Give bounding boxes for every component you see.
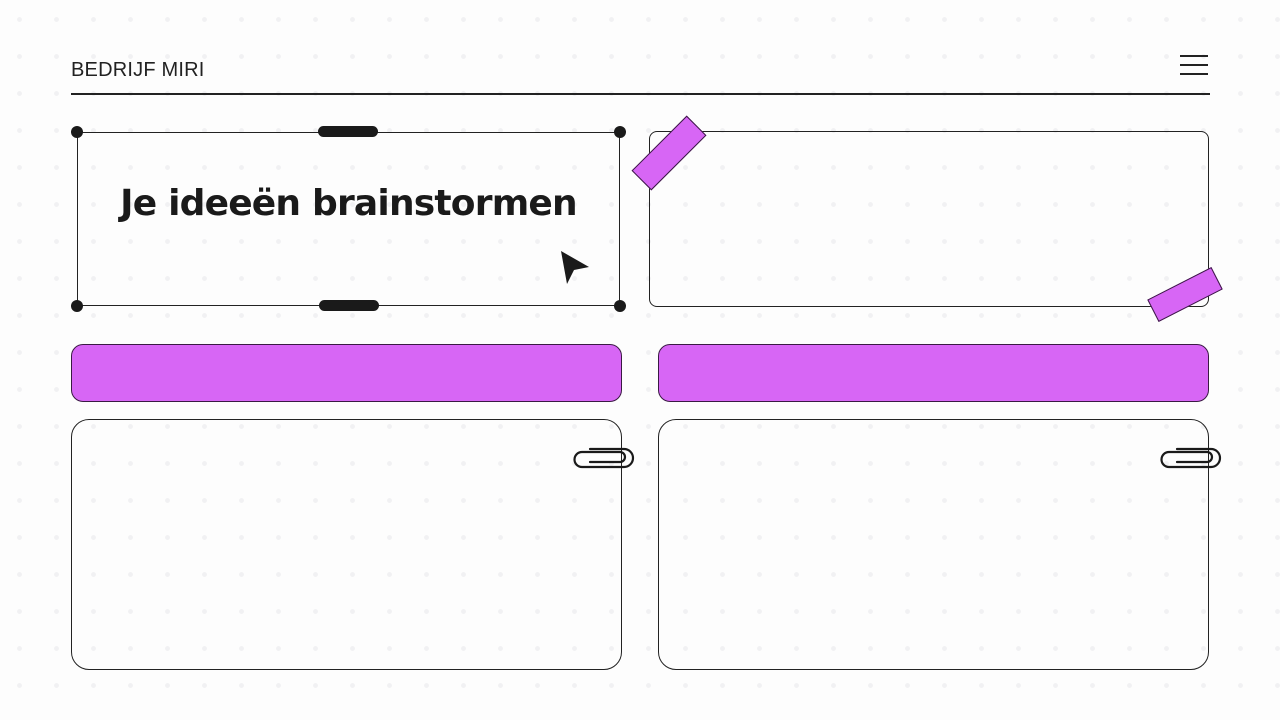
top-right-card[interactable] bbox=[649, 131, 1209, 307]
resize-handle-bottom-left[interactable] bbox=[71, 300, 83, 312]
page-title[interactable]: Je ideeën brainstormen bbox=[120, 183, 578, 224]
mouse-pointer-icon bbox=[561, 251, 589, 284]
resize-handle-top[interactable] bbox=[318, 126, 378, 137]
bottom-right-card[interactable] bbox=[658, 419, 1209, 670]
brand-name: BEDRIJF MIRI bbox=[71, 59, 205, 81]
title-text-box[interactable]: Je ideeën brainstormen bbox=[77, 132, 620, 306]
resize-handle-top-left[interactable] bbox=[71, 126, 83, 138]
resize-handle-bottom-right[interactable] bbox=[614, 300, 626, 312]
paperclip-icon bbox=[573, 447, 635, 469]
left-header-bar[interactable] bbox=[71, 344, 622, 402]
resize-handle-top-right[interactable] bbox=[614, 126, 626, 138]
resize-handle-bottom[interactable] bbox=[319, 300, 379, 311]
paperclip-icon bbox=[1160, 447, 1222, 469]
right-header-bar[interactable] bbox=[658, 344, 1209, 402]
bottom-left-card[interactable] bbox=[71, 419, 622, 670]
hamburger-menu-icon[interactable] bbox=[1180, 54, 1208, 76]
header-divider bbox=[71, 93, 1210, 95]
